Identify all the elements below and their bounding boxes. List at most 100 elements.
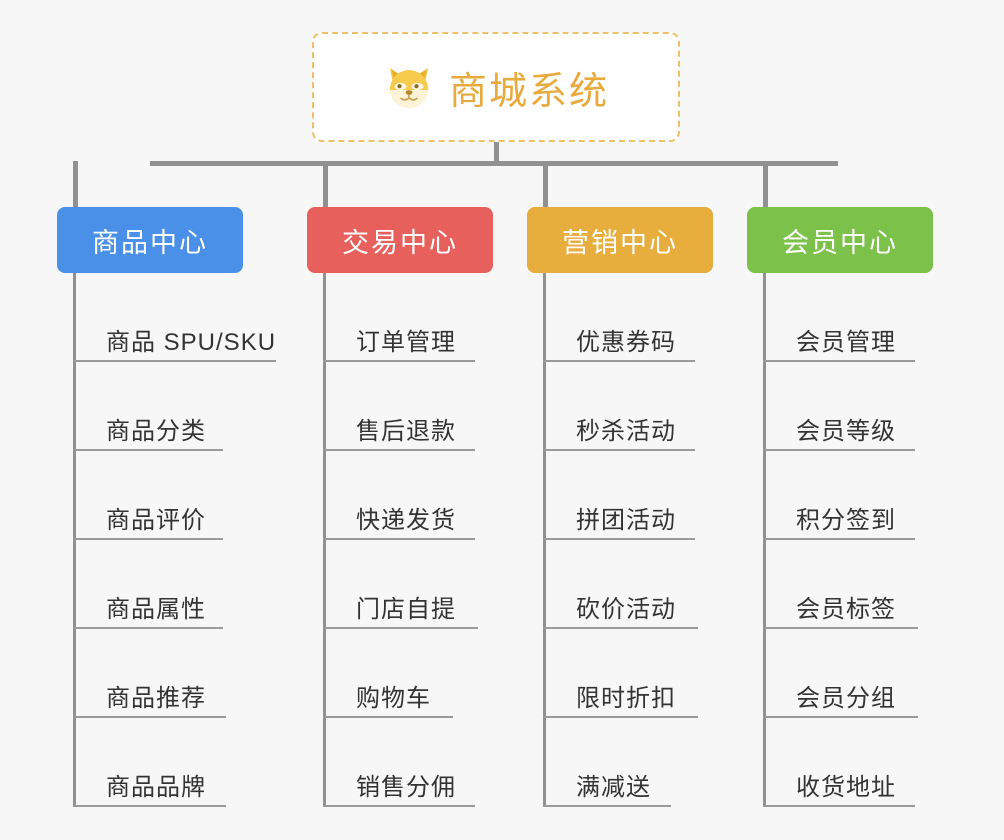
column-trade-center: 交易中心订单管理售后退款快递发货门店自提购物车销售分佣 <box>307 161 493 807</box>
category-box-marketing-center[interactable]: 营销中心 <box>527 161 713 273</box>
leaf-item[interactable]: 优惠券码 <box>543 273 713 362</box>
leaf-item-label: 商品分类 <box>106 417 206 445</box>
category-label: 会员中心 <box>782 227 898 258</box>
leaf-item-label: 砍价活动 <box>576 595 676 623</box>
leaf-item-label: 会员等级 <box>796 417 896 445</box>
leaf-item-underline <box>73 627 223 629</box>
leaf-item[interactable]: 售后退款 <box>323 362 493 451</box>
leaf-item-underline <box>763 716 918 718</box>
leaf-list-marketing-center: 优惠券码秒杀活动拼团活动砍价活动限时折扣满减送 <box>543 273 713 807</box>
leaf-item-label: 商品推荐 <box>106 684 206 712</box>
connector-spine-marketing-center <box>543 273 546 807</box>
leaf-item-label: 快递发货 <box>356 506 456 534</box>
leaf-item-label: 售后退款 <box>356 417 456 445</box>
leaf-item-label: 门店自提 <box>356 595 456 623</box>
leaf-item-label: 订单管理 <box>356 328 456 356</box>
leaf-item[interactable]: 商品评价 <box>73 451 243 540</box>
leaf-item[interactable]: 砍价活动 <box>543 540 713 629</box>
leaf-item-underline <box>543 360 695 362</box>
leaf-item-underline <box>73 716 226 718</box>
leaf-item-underline <box>763 538 915 540</box>
leaf-item-label: 收货地址 <box>796 773 896 801</box>
leaf-item-underline <box>323 538 475 540</box>
leaf-item-underline <box>543 449 695 451</box>
dog-face-icon <box>383 61 435 113</box>
leaf-item-underline <box>73 449 223 451</box>
category-box-product-center[interactable]: 商品中心 <box>57 161 243 273</box>
connector-drop-product-center <box>73 161 78 207</box>
connector-spine-product-center <box>73 273 76 807</box>
leaf-item-underline <box>763 805 915 807</box>
leaf-item-label: 限时折扣 <box>576 684 676 712</box>
category-box-member-center[interactable]: 会员中心 <box>747 161 933 273</box>
leaf-item[interactable]: 会员等级 <box>763 362 933 451</box>
leaf-item-label: 销售分佣 <box>356 773 456 801</box>
leaf-item[interactable]: 购物车 <box>323 629 493 718</box>
leaf-item-label: 会员标签 <box>796 595 896 623</box>
leaf-item-label: 拼团活动 <box>576 506 676 534</box>
connector-drop-marketing-center <box>543 161 548 207</box>
leaf-item-label: 满减送 <box>576 773 651 801</box>
leaf-item[interactable]: 会员分组 <box>763 629 933 718</box>
leaf-item-label: 积分签到 <box>796 506 896 534</box>
category-label: 营销中心 <box>562 227 678 258</box>
leaf-item-label: 优惠券码 <box>576 328 676 356</box>
leaf-list-trade-center: 订单管理售后退款快递发货门店自提购物车销售分佣 <box>323 273 493 807</box>
leaf-item-label: 商品品牌 <box>106 773 206 801</box>
column-product-center: 商品中心商品 SPU/SKU 商品分类商品评价商品属性商品推荐商品品牌 <box>57 161 276 807</box>
column-marketing-center: 营销中心优惠券码秒杀活动拼团活动砍价活动限时折扣满减送 <box>527 161 713 807</box>
leaf-item[interactable]: 拼团活动 <box>543 451 713 540</box>
leaf-item[interactable]: 商品推荐 <box>73 629 243 718</box>
leaf-item[interactable]: 会员标签 <box>763 540 933 629</box>
leaf-item-underline <box>323 716 453 718</box>
leaf-item-underline <box>73 805 226 807</box>
leaf-item-label: 商品 SPU/SKU <box>106 328 277 356</box>
leaf-item[interactable]: 秒杀活动 <box>543 362 713 451</box>
leaf-item[interactable]: 商品属性 <box>73 540 243 629</box>
connector-spine-member-center <box>763 273 766 807</box>
leaf-item-underline <box>543 716 698 718</box>
leaf-item[interactable]: 收货地址 <box>763 718 933 807</box>
leaf-item-underline <box>763 449 915 451</box>
category-label: 交易中心 <box>342 227 458 258</box>
leaf-item-underline <box>73 538 223 540</box>
leaf-list-product-center: 商品 SPU/SKU 商品分类商品评价商品属性商品推荐商品品牌 <box>73 273 276 807</box>
leaf-item-label: 商品属性 <box>106 595 206 623</box>
leaf-item[interactable]: 满减送 <box>543 718 713 807</box>
leaf-item-underline <box>543 627 698 629</box>
leaf-item[interactable]: 快递发货 <box>323 451 493 540</box>
leaf-item[interactable]: 限时折扣 <box>543 629 713 718</box>
connector-spine-trade-center <box>323 273 326 807</box>
column-member-center: 会员中心会员管理会员等级积分签到会员标签会员分组收货地址 <box>747 161 933 807</box>
connector-drop-member-center <box>763 161 768 207</box>
root-title: 商城系统 <box>448 70 609 113</box>
connector-horizontal-rail <box>150 161 838 166</box>
connector-drop-trade-center <box>323 161 328 207</box>
leaf-item-label: 会员管理 <box>796 328 896 356</box>
leaf-item-underline <box>543 805 671 807</box>
leaf-item-label: 会员分组 <box>796 684 896 712</box>
category-box-trade-center[interactable]: 交易中心 <box>307 161 493 273</box>
leaf-list-member-center: 会员管理会员等级积分签到会员标签会员分组收货地址 <box>763 273 933 807</box>
leaf-item[interactable]: 商品品牌 <box>73 718 243 807</box>
leaf-item-underline <box>73 360 276 362</box>
leaf-item[interactable]: 销售分佣 <box>323 718 493 807</box>
leaf-item[interactable]: 订单管理 <box>323 273 493 362</box>
leaf-item[interactable]: 积分签到 <box>763 451 933 540</box>
leaf-item-underline <box>323 449 475 451</box>
leaf-item-underline <box>763 360 915 362</box>
leaf-item-label: 秒杀活动 <box>576 417 676 445</box>
leaf-item[interactable]: 商品分类 <box>73 362 243 451</box>
leaf-item-underline <box>323 805 475 807</box>
leaf-item[interactable]: 商品 SPU/SKU <box>73 273 276 362</box>
leaf-item[interactable]: 门店自提 <box>323 540 493 629</box>
leaf-item-label: 商品评价 <box>106 506 206 534</box>
root-node-mall-system[interactable]: 商城系统 <box>312 32 680 142</box>
leaf-item-underline <box>543 538 695 540</box>
leaf-item-label: 购物车 <box>356 684 431 712</box>
leaf-item-underline <box>323 360 475 362</box>
leaf-item-underline <box>323 627 478 629</box>
leaf-item-underline <box>763 627 918 629</box>
leaf-item[interactable]: 会员管理 <box>763 273 933 362</box>
